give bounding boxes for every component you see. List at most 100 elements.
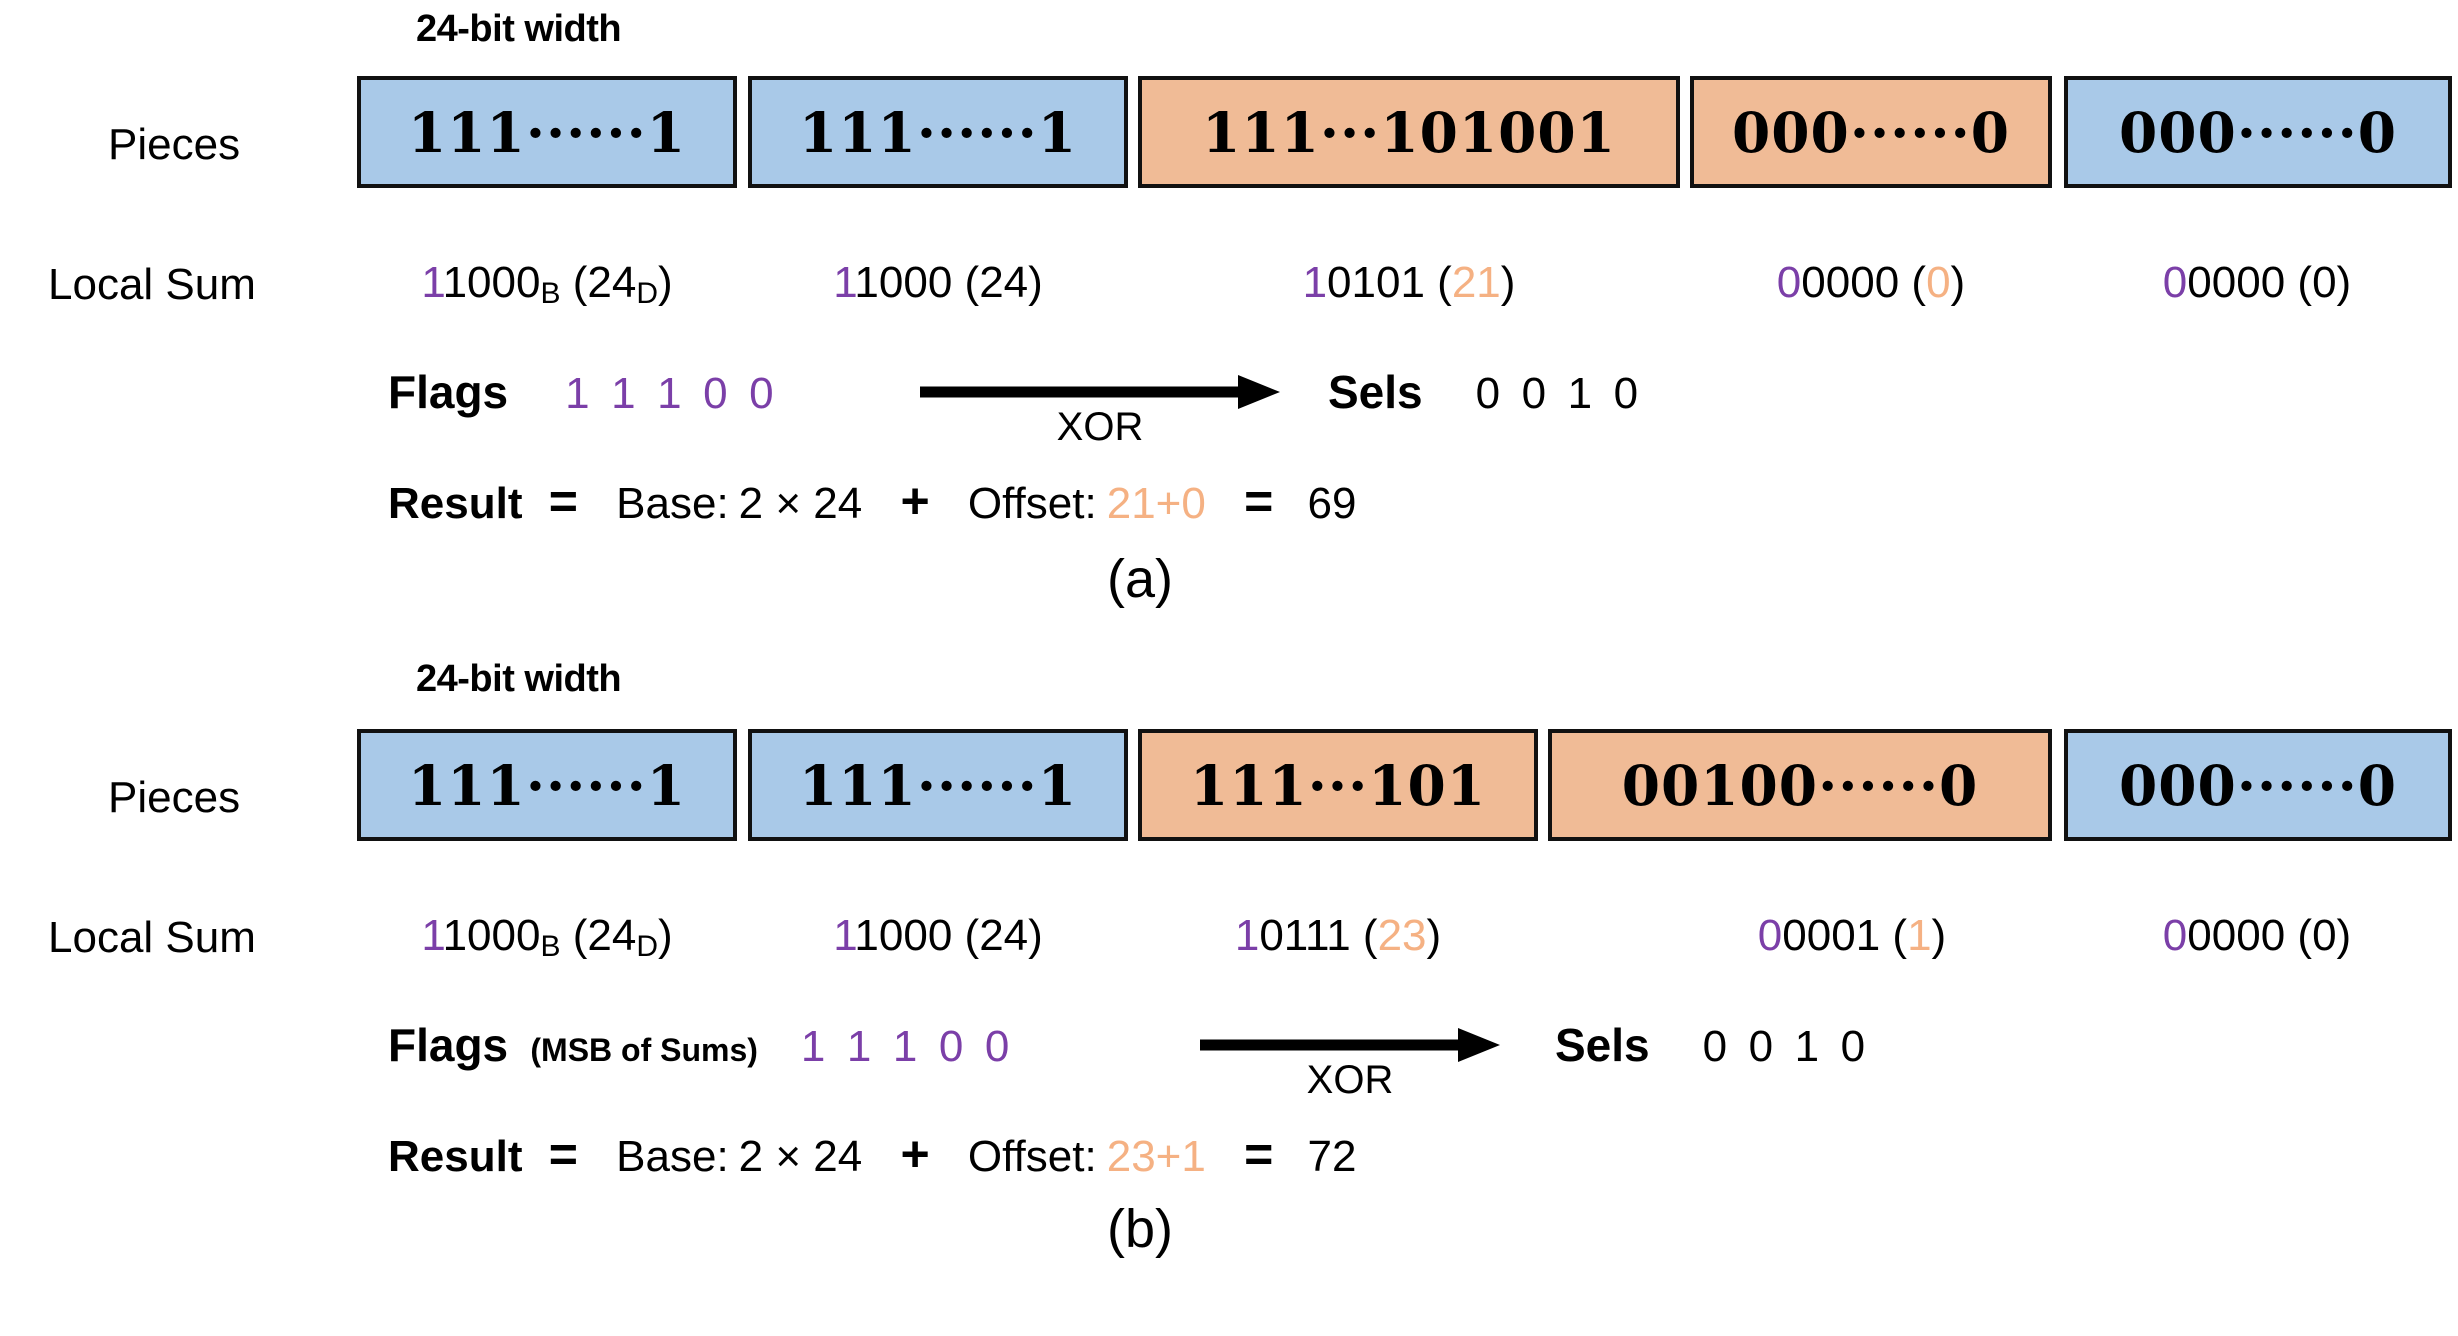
local-sum-rest: 1000 <box>442 258 541 307</box>
local-sum-dec-close: ) <box>1426 911 1442 960</box>
panel-caption-b: (b) <box>1107 1199 1173 1259</box>
local-sum-rest: 0001 <box>1782 911 1881 960</box>
local-sum-dec-close: ) <box>1500 258 1516 307</box>
local-sum-dec: 24 <box>587 911 637 960</box>
panel-b: 24-bit width Pieces Local Sum 111······1… <box>0 640 2458 1336</box>
panel-caption-a: (a) <box>1107 549 1173 609</box>
local-sum-dec: 21 <box>1451 258 1501 307</box>
piece-box-a-2[interactable]: 111······1 <box>748 76 1128 188</box>
sel-bit: 0 <box>1613 369 1639 418</box>
local-sum-rest: 0000 <box>2187 258 2286 307</box>
local-sum-msb: 1 <box>1302 258 1328 307</box>
piece-box-a-3[interactable]: 111···101001 <box>1138 76 1680 188</box>
local-sum-rest: 1000 <box>442 911 541 960</box>
local-sum-dec: 1 <box>1907 911 1932 960</box>
xor-label-b: XOR <box>1306 1058 1394 1102</box>
result-offset-b-b: 1 <box>1181 1132 1206 1181</box>
local-sum-b-1: 11000B (24D) <box>421 911 673 963</box>
local-sum-dec-close: ) <box>1028 911 1043 960</box>
pieces-row-label-a: Pieces <box>108 120 241 169</box>
result-eq2-a: = <box>1244 473 1274 529</box>
piece-box-a-1[interactable]: 111······1 <box>357 76 737 188</box>
flag-bit: 0 <box>938 1022 964 1071</box>
local-sum-msb: 0 <box>2162 911 2188 960</box>
result-eq1-a: = <box>548 473 578 529</box>
local-sum-msb: 0 <box>1757 911 1783 960</box>
sels-title-a: Sels <box>1328 366 1423 418</box>
local-sum-dec: 23 <box>1377 911 1427 960</box>
piece-box-b-1[interactable]: 111······1 <box>357 729 737 841</box>
local-sum-msb: 1 <box>833 911 855 960</box>
flag-bit: 0 <box>703 369 728 418</box>
xor-label-a: XOR <box>1056 405 1144 449</box>
result-total-b: 72 <box>1307 1132 1357 1181</box>
flag-bit: 0 <box>984 1022 1010 1071</box>
result-eq1-b: = <box>548 1126 578 1182</box>
result-base-label-a: Base: <box>616 479 729 528</box>
flag-bit: 1 <box>846 1022 872 1071</box>
local-sum-rest: 1000 <box>854 258 953 307</box>
result-total-a: 69 <box>1307 479 1357 528</box>
result-label-a: Result <box>388 479 523 528</box>
local-sum-dec: 24 <box>979 258 1029 307</box>
result-offset-op-a: + <box>1155 479 1182 528</box>
local-sum-a-3: 10101 (21) <box>1303 258 1516 308</box>
result-line-a: Result = Base:2 × 24 + Offset:21+0 = 69 <box>388 472 1356 530</box>
sel-bit: 0 <box>1475 369 1501 418</box>
local-sum-dec-open: ( <box>560 258 588 307</box>
flags-title-a: Flags <box>388 366 509 418</box>
arrow-right-icon <box>920 375 1280 409</box>
result-eq2-b: = <box>1244 1126 1274 1182</box>
local-sum-a-5: 00000 (0) <box>2163 258 2351 308</box>
flags-title-b: Flags <box>388 1019 509 1071</box>
local-sum-dec-close: ) <box>1950 258 1966 307</box>
local-sum-dec-close: ) <box>1028 258 1043 307</box>
xor-arrow-a <box>920 372 1280 417</box>
arrow-right-icon <box>1200 1028 1500 1062</box>
result-line-b: Result = Base:2 × 24 + Offset:23+1 = 72 <box>388 1125 1356 1183</box>
result-offset-a-b: 23 <box>1106 1132 1156 1181</box>
flag-bit: 1 <box>800 1022 826 1071</box>
sel-bit: 0 <box>1840 1022 1866 1071</box>
flags-note-b: (MSB of Sums) <box>530 1032 758 1068</box>
local-sum-msb: 1 <box>421 911 443 960</box>
local-sum-dec-close: ) <box>657 911 673 960</box>
local-sum-b-5: 00000 (0) <box>2163 911 2351 961</box>
local-sum-bin-sub: B <box>540 277 561 310</box>
result-plus-a: + <box>900 473 930 529</box>
local-sum-msb: 0 <box>1776 258 1802 307</box>
local-sum-dec-open: ( <box>952 258 980 307</box>
local-sum-dec-open: ( <box>1880 911 1908 960</box>
result-base-label-b: Base: <box>616 1132 729 1181</box>
piece-box-b-2[interactable]: 111······1 <box>748 729 1128 841</box>
local-sum-dec: 24 <box>979 911 1029 960</box>
result-base-value-b: 2 × 24 <box>738 1132 863 1181</box>
local-sum-dec-sub: D <box>636 930 658 963</box>
local-sum-dec: 24 <box>587 258 637 307</box>
sel-bit: 0 <box>1702 1022 1728 1071</box>
pieces-row-label-b: Pieces <box>108 773 241 822</box>
piece-box-a-5[interactable]: 000······0 <box>2064 76 2452 188</box>
local-sum-dec-open: ( <box>560 911 588 960</box>
local-sum-dec: 0 <box>1926 258 1951 307</box>
piece-box-a-4[interactable]: 000······0 <box>1690 76 2052 188</box>
local-sum-msb: 0 <box>2162 258 2188 307</box>
piece-box-b-5[interactable]: 000······0 <box>2064 729 2452 841</box>
local-sum-dec-open: ( <box>2285 911 2313 960</box>
sel-bit: 0 <box>1748 1022 1774 1071</box>
local-sum-a-4: 00000 (0) <box>1777 258 1965 308</box>
local-sum-a-1: 11000B (24D) <box>421 258 672 310</box>
local-sum-dec-open: ( <box>2285 258 2313 307</box>
piece-box-b-4[interactable]: 00100······0 <box>1548 729 2052 841</box>
local-sum-bin-sub: B <box>540 930 561 963</box>
flag-bit: 1 <box>611 369 636 418</box>
local-sum-dec-open: ( <box>1899 258 1927 307</box>
result-offset-label-a: Offset: <box>967 479 1097 528</box>
flag-bit: 0 <box>749 369 774 418</box>
local-sum-dec-close: ) <box>2336 258 2352 307</box>
piece-box-b-3[interactable]: 111···101 <box>1138 729 1538 841</box>
local-sum-dec-close: ) <box>2336 911 2352 960</box>
